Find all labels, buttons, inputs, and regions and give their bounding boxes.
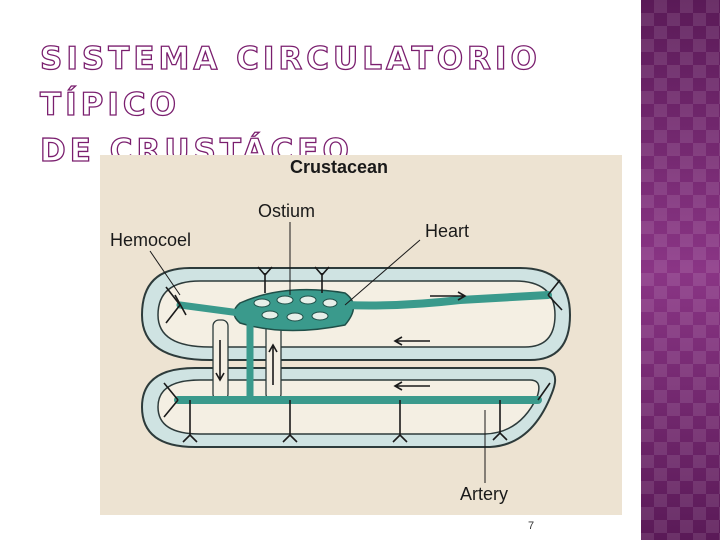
slide-title-line-1: SISTEMA CIRCULATORIO TÍPICO — [39, 40, 541, 123]
dorsal-artery — [341, 291, 552, 310]
flow-arrows — [174, 291, 467, 391]
artery-branches — [163, 266, 563, 443]
anterior-artery — [176, 301, 244, 317]
label-hemocoel: Hemocoel — [110, 230, 191, 250]
decorative-side-panel — [641, 0, 720, 540]
crustacean-circulatory-diagram: Crustacean Ostium Heart Hemocoel Artery — [100, 155, 622, 515]
label-heart: Heart — [425, 221, 469, 241]
slide-title: SISTEMA CIRCULATORIO TÍPICO DE CRUSTÁCEO — [39, 36, 600, 174]
leader-lines — [149, 222, 486, 483]
label-ostium: Ostium — [258, 201, 315, 221]
label-artery: Artery — [460, 484, 508, 504]
diagram-svg: Crustacean Ostium Heart Hemocoel Artery — [100, 155, 622, 515]
ostia-openings — [253, 295, 338, 322]
diagram-title: Crustacean — [290, 157, 388, 177]
page-number: 7 — [528, 520, 535, 532]
